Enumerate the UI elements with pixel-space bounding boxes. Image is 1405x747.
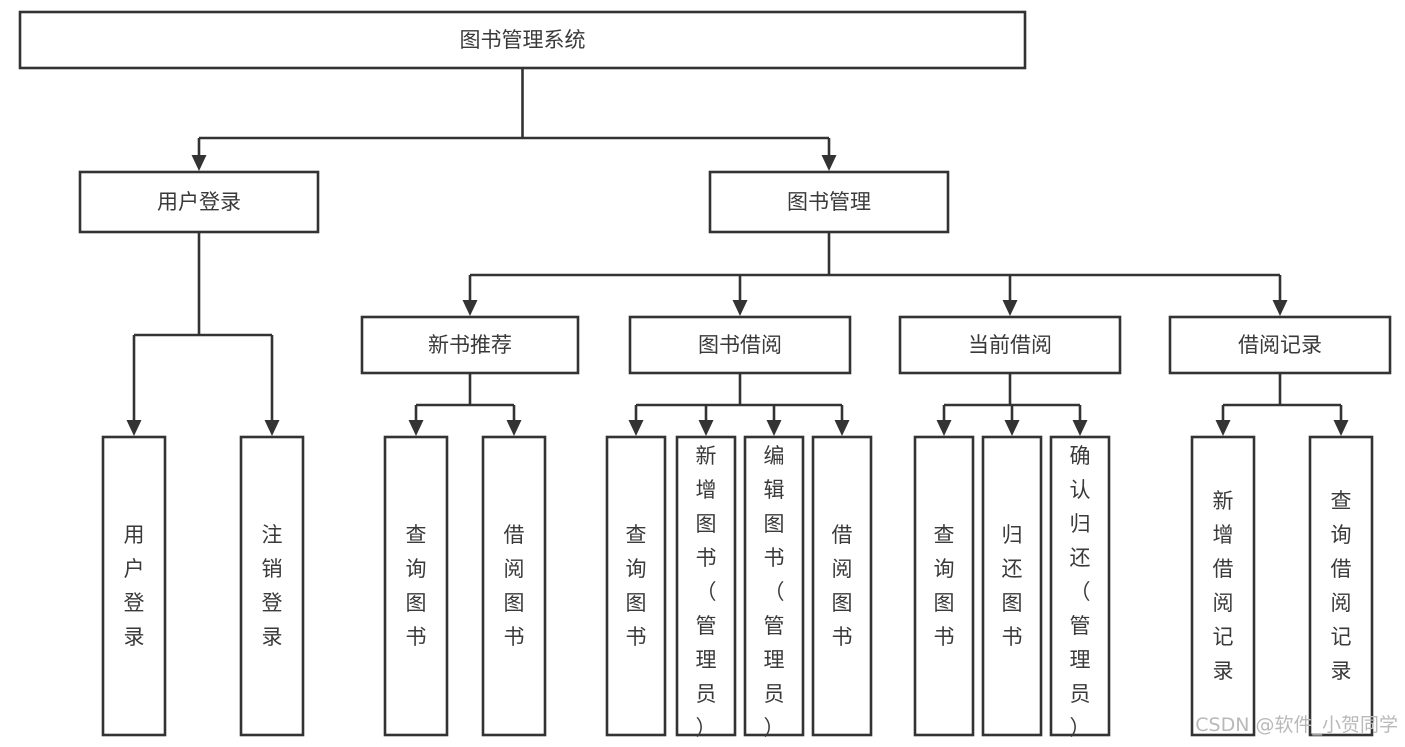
- branch-node-box[interactable]: [1168, 315, 1392, 375]
- node-label: 图书管理: [787, 190, 871, 214]
- leaf-node-box[interactable]: [811, 435, 873, 737]
- node-leaf-rec-borrow[interactable]: 借阅图书: [481, 435, 547, 737]
- leaf-node-box[interactable]: [239, 435, 305, 737]
- node-label: 编辑图书（管理员）: [764, 444, 785, 740]
- connector-group-book-borrow: [628, 373, 850, 436]
- node-leaf-br-add[interactable]: 新增借阅记录: [1190, 435, 1256, 737]
- node-leaf-rec-query[interactable]: 查询图书: [383, 435, 449, 737]
- connector-group-borrow-record: [1215, 373, 1349, 436]
- node-leaf-user-login[interactable]: 用户登录: [101, 435, 167, 737]
- node-leaf-bb-query[interactable]: 查询图书: [605, 435, 667, 737]
- node-label: 查询图书: [626, 523, 647, 649]
- leaf-node-box[interactable]: [101, 435, 167, 737]
- leaf-node-box[interactable]: [913, 435, 975, 737]
- node-label: 查询图书: [934, 523, 955, 649]
- node-label: 用户登录: [124, 523, 145, 649]
- node-label: 借阅图书: [504, 523, 525, 649]
- connector-group-user-login: [126, 232, 280, 436]
- leaf-node-box[interactable]: [1308, 435, 1374, 737]
- node-leaf-cb-confirm[interactable]: 确认归还（管理员）: [1049, 435, 1111, 740]
- node-label: 新增图书（管理员）: [696, 444, 717, 740]
- branch-node-box[interactable]: [628, 315, 852, 375]
- branch-node-box[interactable]: [898, 315, 1122, 375]
- connector-group-book-manage: [462, 232, 1288, 316]
- node-label: 新书推荐: [428, 333, 512, 357]
- node-current-borrow[interactable]: 当前借阅: [898, 315, 1122, 375]
- leaf-node-box[interactable]: [605, 435, 667, 737]
- connector-group-current-borrow: [936, 373, 1088, 436]
- leaf-node-box[interactable]: [383, 435, 449, 737]
- node-label: 图书管理系统: [460, 28, 586, 52]
- node-leaf-bb-add[interactable]: 新增图书（管理员）: [675, 435, 737, 740]
- node-label: 用户登录: [157, 190, 241, 214]
- leaf-node-box[interactable]: [1049, 435, 1111, 737]
- branch-node-box[interactable]: [360, 315, 580, 375]
- node-leaf-bb-edit[interactable]: 编辑图书（管理员）: [743, 435, 805, 740]
- node-layer: 图书管理系统用户登录图书管理新书推荐图书借阅当前借阅借阅记录用户登录注销登录查询…: [18, 10, 1392, 740]
- root-node-box[interactable]: [18, 10, 1027, 70]
- leaf-node-box[interactable]: [1190, 435, 1256, 737]
- node-leaf-user-logout[interactable]: 注销登录: [239, 435, 305, 737]
- node-label: 新增借阅记录: [1213, 489, 1234, 683]
- leaf-node-box[interactable]: [675, 435, 737, 737]
- node-label: 确认归还（管理员）: [1070, 444, 1091, 740]
- node-label: 当前借阅: [968, 333, 1052, 357]
- node-new-book-rec[interactable]: 新书推荐: [360, 315, 580, 375]
- branch-node-box[interactable]: [708, 170, 950, 234]
- node-book-manage[interactable]: 图书管理: [708, 170, 950, 234]
- node-borrow-record[interactable]: 借阅记录: [1168, 315, 1392, 375]
- node-leaf-cb-query[interactable]: 查询图书: [913, 435, 975, 737]
- node-root[interactable]: 图书管理系统: [18, 10, 1027, 70]
- node-label: 借阅记录: [1238, 333, 1322, 357]
- csdn-watermark: CSDN @软件_小贺同学: [1195, 714, 1398, 736]
- node-label: 借阅图书: [832, 523, 853, 649]
- branch-node-box[interactable]: [78, 170, 320, 234]
- node-leaf-bb-borrow[interactable]: 借阅图书: [811, 435, 873, 737]
- node-leaf-cb-return[interactable]: 归还图书: [981, 435, 1043, 737]
- leaf-node-box[interactable]: [481, 435, 547, 737]
- connector-layer: [126, 68, 1349, 436]
- leaf-node-box[interactable]: [981, 435, 1043, 737]
- connector-group-new-book-rec: [408, 373, 522, 436]
- node-leaf-br-query[interactable]: 查询借阅记录: [1308, 435, 1374, 737]
- node-label: 查询图书: [406, 523, 427, 649]
- node-label: 归还图书: [1002, 523, 1023, 649]
- node-label: 注销登录: [262, 523, 283, 649]
- node-label: 查询借阅记录: [1331, 489, 1352, 683]
- node-user-login[interactable]: 用户登录: [78, 170, 320, 234]
- node-label: 图书借阅: [698, 333, 782, 357]
- connector-group-root: [191, 68, 837, 171]
- node-book-borrow[interactable]: 图书借阅: [628, 315, 852, 375]
- leaf-node-box[interactable]: [743, 435, 805, 737]
